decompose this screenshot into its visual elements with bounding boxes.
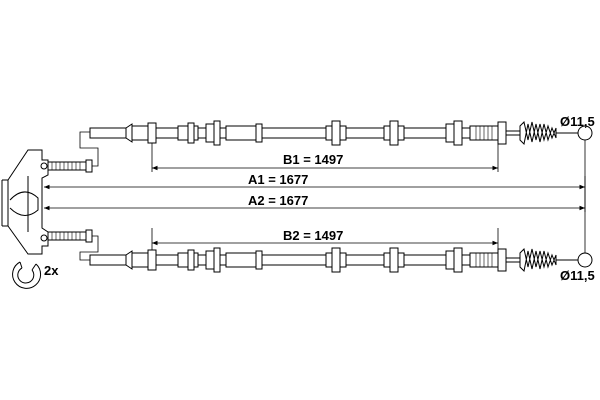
equalizer-bracket: [1, 149, 49, 255]
cable-1: [47, 120, 593, 173]
dim-b2-label: B2 = 1497: [283, 228, 343, 243]
dim-a1-label: A1 = 1677: [248, 172, 308, 187]
extension-lines: [151, 140, 586, 253]
cable-2: [47, 229, 593, 273]
dim-a2-label: A2 = 1677: [248, 193, 308, 208]
nipple-ball-bottom: [577, 252, 593, 268]
clip-quantity-label: 2x: [44, 263, 59, 278]
diameter-top-label: Ø11,5: [560, 114, 595, 129]
retaining-clip-icon: [12, 261, 42, 289]
diameter-bottom-label: Ø11,5: [560, 268, 595, 283]
dim-b1-label: B1 = 1497: [283, 152, 343, 167]
